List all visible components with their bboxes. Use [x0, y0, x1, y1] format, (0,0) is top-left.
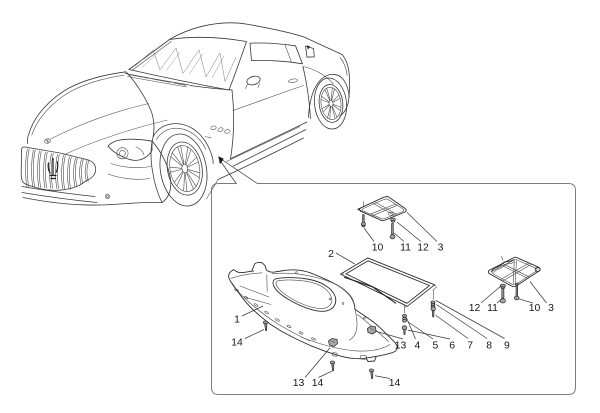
svg-text:1: 1: [234, 315, 240, 326]
svg-text:3: 3: [438, 243, 444, 254]
svg-text:10: 10: [372, 243, 384, 254]
svg-text:6: 6: [449, 341, 455, 352]
svg-text:12: 12: [469, 303, 481, 314]
svg-text:13: 13: [395, 341, 407, 352]
svg-text:4: 4: [415, 341, 421, 352]
svg-text:3: 3: [548, 303, 554, 314]
svg-text:11: 11: [400, 243, 411, 254]
svg-text:2: 2: [328, 249, 334, 260]
svg-text:9: 9: [504, 341, 510, 352]
svg-text:5: 5: [433, 341, 439, 352]
svg-text:8: 8: [486, 341, 492, 352]
svg-text:7: 7: [467, 341, 473, 352]
svg-text:10: 10: [529, 303, 541, 314]
svg-text:12: 12: [417, 243, 429, 254]
svg-text:13: 13: [293, 378, 305, 389]
svg-text:14: 14: [312, 378, 324, 389]
svg-text:14: 14: [231, 338, 243, 349]
svg-text:11: 11: [487, 303, 498, 314]
svg-text:14: 14: [389, 378, 401, 389]
